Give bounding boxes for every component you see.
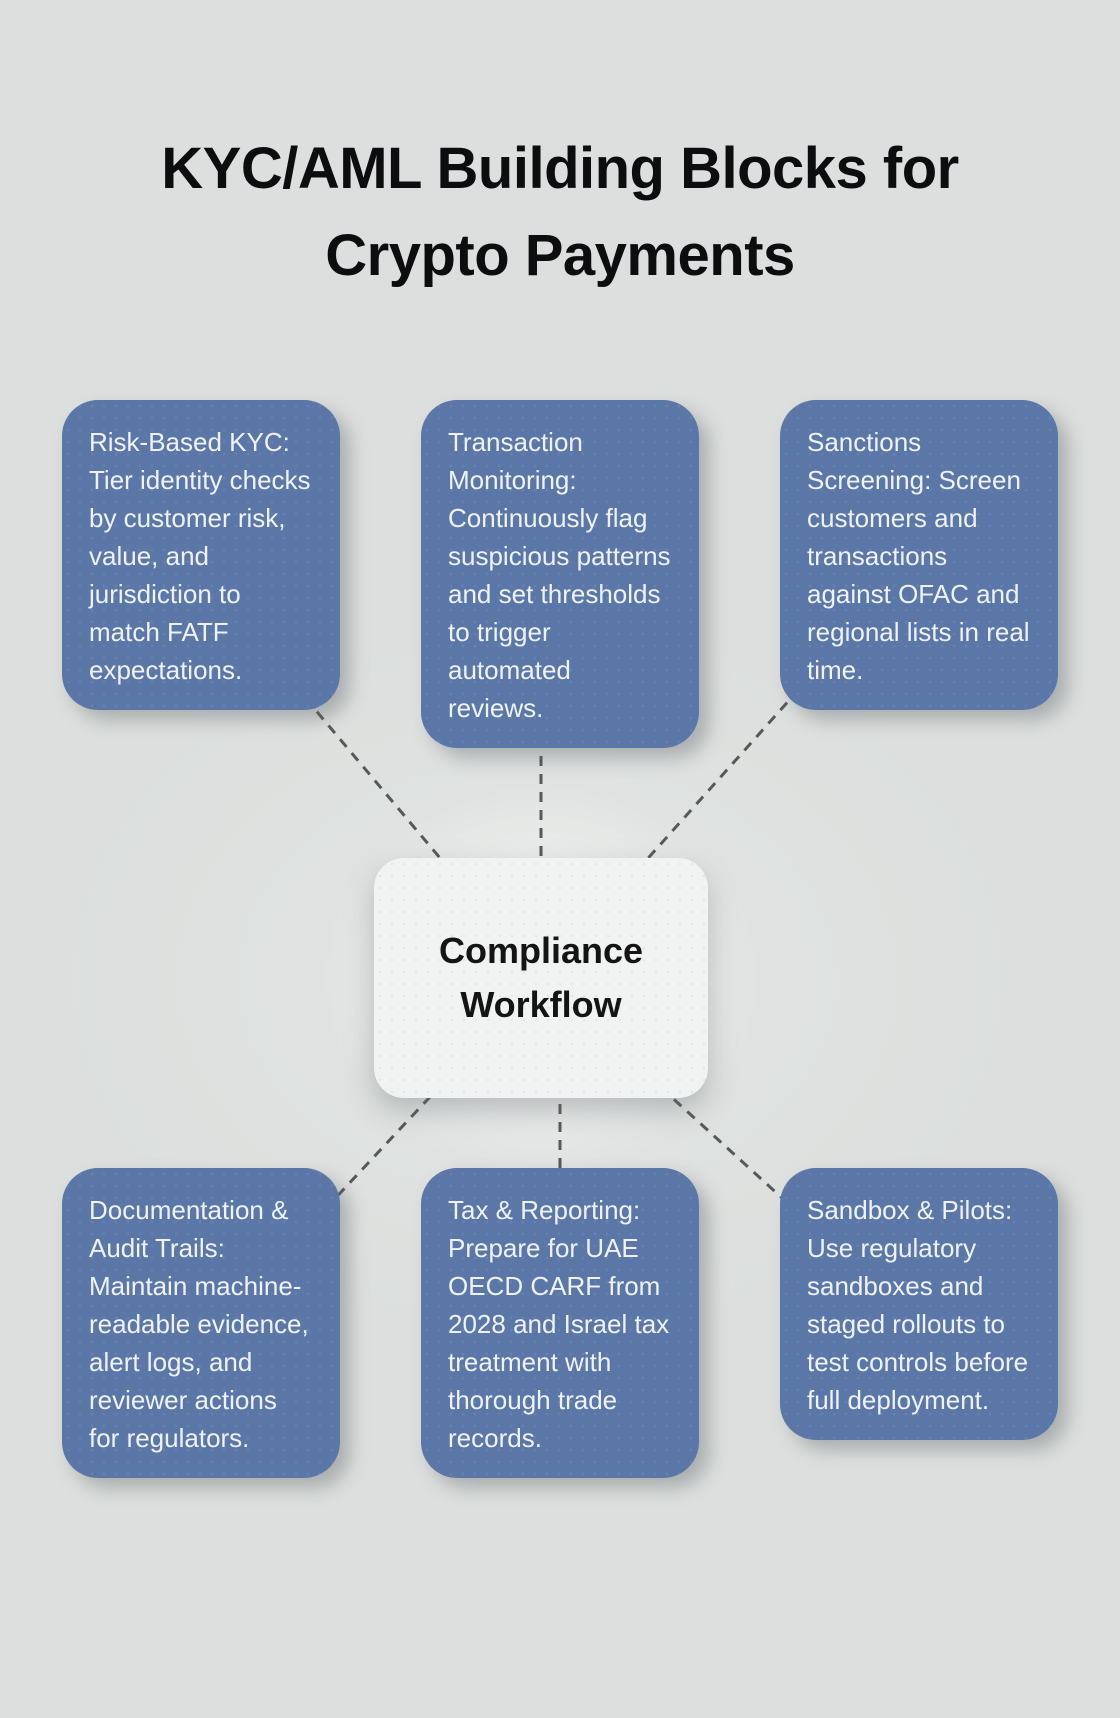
- card-sanctions-screening: Sanctions Screening: Screen customers an…: [780, 400, 1058, 710]
- card-sandbox-pilots: Sandbox & Pilots: Use regulatory sandbox…: [780, 1168, 1058, 1440]
- card-sandbox-pilots-text: Sandbox & Pilots: Use regulatory sandbox…: [807, 1195, 1029, 1415]
- card-tax-reporting-text: Tax & Reporting: Prepare for UAE OECD CA…: [448, 1195, 670, 1453]
- card-transaction-monitoring: Transaction Monitoring: Continuously fla…: [421, 400, 699, 748]
- diagram-title: KYC/AML Building Blocks for Crypto Payme…: [161, 135, 959, 288]
- center-node: Compliance Workflow: [374, 858, 708, 1098]
- card-documentation-audit-trails-text: Documentation & Audit Trails: Maintain m…: [89, 1195, 309, 1453]
- center-node-label: Compliance Workflow: [438, 930, 644, 1025]
- card-sanctions-screening-text: Sanctions Screening: Screen customers an…: [807, 427, 1030, 685]
- card-documentation-audit-trails: Documentation & Audit Trails: Maintain m…: [62, 1168, 340, 1478]
- card-risk-based-kyc-text: Risk-Based KYC: Tier identity checks by …: [89, 427, 311, 685]
- card-risk-based-kyc: Risk-Based KYC: Tier identity checks by …: [62, 400, 340, 710]
- card-transaction-monitoring-text: Transaction Monitoring: Continuously fla…: [448, 427, 671, 723]
- connector-line-sandbox-pilots: [539, 976, 921, 1325]
- card-tax-reporting: Tax & Reporting: Prepare for UAE OECD CA…: [421, 1168, 699, 1478]
